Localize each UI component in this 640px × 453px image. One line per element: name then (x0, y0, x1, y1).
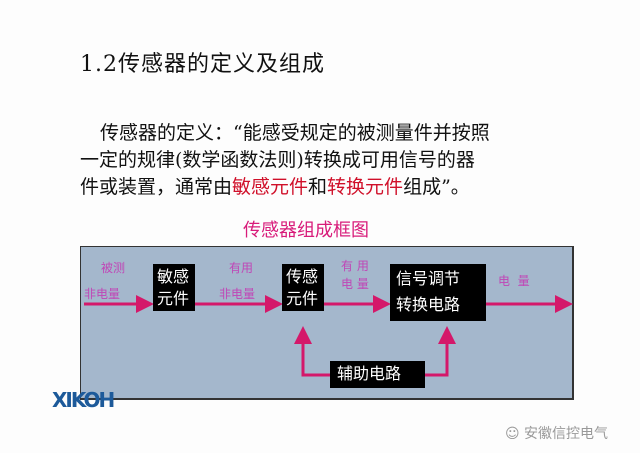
mid2-label-top: 有 用 (341, 259, 369, 273)
block-text: 元件 (157, 289, 190, 308)
definition-line-3: 件或装置，通常由敏感元件和转换元件组成”。 (80, 172, 470, 199)
output-label: 电 量 (498, 274, 530, 288)
highlight-sensitive-element: 敏感元件 (232, 176, 309, 198)
diagram-title: 传感器组成框图 (243, 220, 369, 241)
mid1-label-top: 有用 (229, 261, 254, 275)
block-diagram: 被测 非电量 敏感元件 有用 非电量 传感元件 有 用 电 量 信号调节转换电路… (80, 246, 574, 400)
highlight-conversion-element: 转换元件 (327, 176, 404, 198)
block-text: 转换电路 (396, 295, 461, 314)
auxiliary-circuit-block: 辅助电路 (330, 361, 425, 388)
text: 组成”。 (403, 176, 470, 198)
block-text: 传感 (286, 267, 319, 286)
block-text: 元件 (286, 289, 319, 308)
text: 件或装置，通常由 (80, 176, 233, 198)
signal-conditioning-block: 信号调节转换电路 (390, 264, 486, 321)
sensitive-element-block: 敏感元件 (153, 264, 195, 311)
sensor-element-block: 传感元件 (282, 264, 324, 311)
logo: XIKOH (52, 388, 115, 412)
watermark-text: 安徽信控电气 (524, 426, 609, 442)
definition-line-1: 传感器的定义：“能感受规定的被测量件并按照 (100, 122, 490, 144)
block-text: 信号调节 (396, 269, 461, 288)
input-label-bottom: 非电量 (84, 287, 121, 301)
arrow-aux-to-sensor (294, 326, 333, 377)
slide-title: 1.2传感器的定义及组成 (80, 52, 325, 77)
block-text: 敏感 (157, 267, 190, 286)
wechat-icon: ☺ (505, 426, 525, 442)
arrows (84, 295, 573, 377)
text: 和 (308, 176, 328, 198)
input-label-top: 被测 (101, 261, 126, 275)
watermark: ☺ 安徽信控电气 (505, 423, 608, 443)
arrow-aux-to-converter (425, 326, 456, 377)
mid1-label-bottom: 非电量 (219, 287, 256, 301)
mid2-label-bottom: 电 量 (341, 277, 369, 291)
definition-line-2: 一定的规律(数学函数法则)转换成可用信号的器 (80, 149, 475, 171)
